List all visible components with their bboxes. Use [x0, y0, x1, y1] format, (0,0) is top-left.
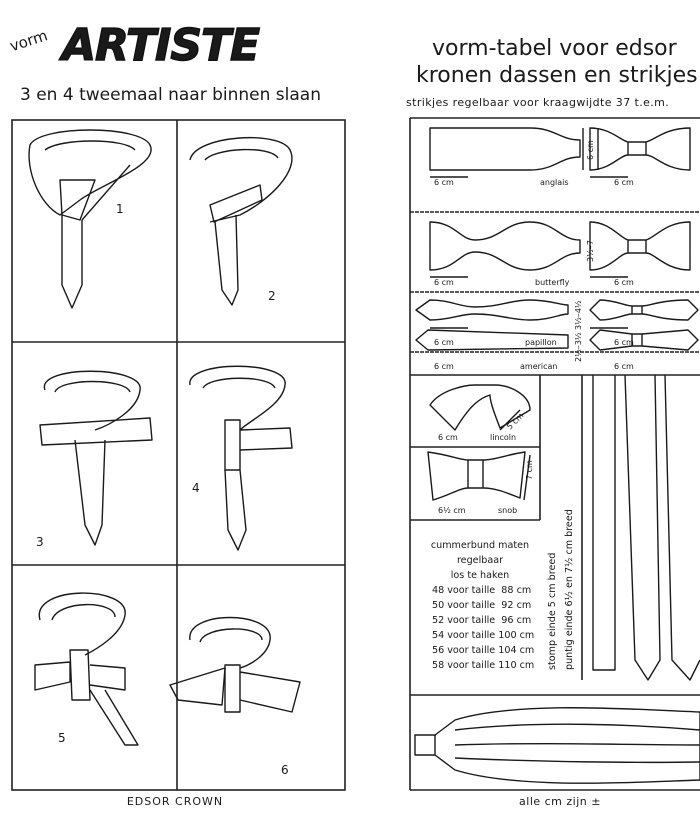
artiste-logo: ARTISTE	[58, 19, 261, 71]
bow-width-label: 6 cm	[434, 278, 454, 287]
svg-text:regelbaar: regelbaar	[457, 555, 503, 566]
bow-height-label: 7 cm	[525, 460, 534, 480]
knot-step-2-illustration	[189, 136, 293, 306]
bow-width-label: 6 cm	[434, 178, 454, 187]
svg-text:cummerbund maten: cummerbund maten	[431, 540, 529, 551]
right-subtitle: strikjes regelbaar voor kraagwijdte 37 t…	[406, 96, 669, 109]
bow-height-label: 6 cm	[586, 140, 595, 160]
bow-height-label: 3½–4½	[574, 300, 583, 330]
bow-anglais-row	[429, 127, 691, 178]
step-number: 1	[116, 202, 124, 216]
knot-step-6-illustration	[169, 616, 301, 713]
bow-width-label: 6 cm	[614, 362, 634, 371]
knot-step-5-illustration	[34, 592, 139, 746]
size-row: 58 voor taille 110 cm	[432, 660, 534, 671]
size-row: 50 voor taille 92 cm	[432, 600, 531, 611]
left-subtitle: 3 en 4 tweemaal naar binnen slaan	[20, 85, 321, 105]
knot-step-1-illustration	[28, 129, 152, 309]
bow-name-label: butterfly	[535, 278, 570, 287]
svg-text:los te haken: los te haken	[451, 570, 509, 581]
knot-step-4-illustration	[189, 365, 293, 551]
bow-papillon-row	[415, 299, 699, 329]
step-number: 6	[281, 763, 289, 777]
bow-width-label: 6 cm	[614, 178, 634, 187]
bow-name-label: papillon	[525, 338, 557, 347]
tie-shapes	[592, 374, 700, 681]
bow-butterfly-row	[429, 221, 691, 278]
right-title-line2: kronen dassen en strikjes	[416, 63, 698, 88]
knot-step-3-illustration	[39, 370, 153, 546]
step-number: 5	[58, 731, 66, 745]
svg-text:ARTISTE: ARTISTE	[59, 20, 260, 71]
bow-snob-illustration	[427, 451, 531, 501]
size-row: 48 voor taille 88 cm	[432, 585, 531, 596]
bow-name-label: american	[520, 362, 558, 371]
size-row: 56 voor taille 104 cm	[432, 645, 534, 656]
knot-steps-grid	[11, 119, 346, 791]
shape-table	[409, 117, 700, 791]
bow-height-label: 3½–7	[586, 240, 595, 262]
logo-prefix: vorm	[7, 26, 49, 55]
step-number: 3	[36, 535, 44, 549]
cummerbund-illustration	[414, 707, 700, 784]
tie-width-pointed: puntig einde 6½ en 7½ cm breed	[563, 509, 575, 670]
bow-width-label: 6 cm	[438, 433, 458, 442]
bow-width-label: 6 cm	[614, 338, 634, 347]
bow-width-label: 6½ cm	[438, 506, 466, 515]
bow-name-label: anglais	[540, 178, 569, 187]
left-page: vorm ARTISTE 3 en 4 tweemaal naar binnen…	[7, 19, 346, 808]
right-footer: alle cm zijn ±	[519, 795, 601, 808]
step-number: 4	[192, 481, 200, 495]
size-row: 52 voor taille 96 cm	[432, 615, 531, 626]
bow-american-row	[415, 329, 699, 351]
bow-lincoln-illustration	[429, 384, 531, 431]
step-number: 2	[268, 289, 276, 303]
bow-width-label: 6 cm	[434, 338, 454, 347]
right-page: vorm-tabel voor edsor kronen dassen en s…	[406, 36, 700, 808]
bow-width-label: 6 cm	[614, 278, 634, 287]
bow-height-label: 2½–3½	[574, 332, 583, 362]
tie-width-blunt: stomp einde 5 cm breed	[547, 553, 558, 670]
left-footer: EDSOR CROWN	[127, 795, 223, 808]
bow-width-label: 6 cm	[434, 362, 454, 371]
cummerbund-sizes: cummerbund maten regelbaar los te haken …	[431, 540, 534, 671]
bow-name-label: snob	[498, 506, 517, 515]
size-row: 54 voor taille 100 cm	[432, 630, 534, 641]
bow-name-label: lincoln	[490, 433, 516, 442]
right-title-line1: vorm-tabel voor edsor	[432, 36, 678, 61]
